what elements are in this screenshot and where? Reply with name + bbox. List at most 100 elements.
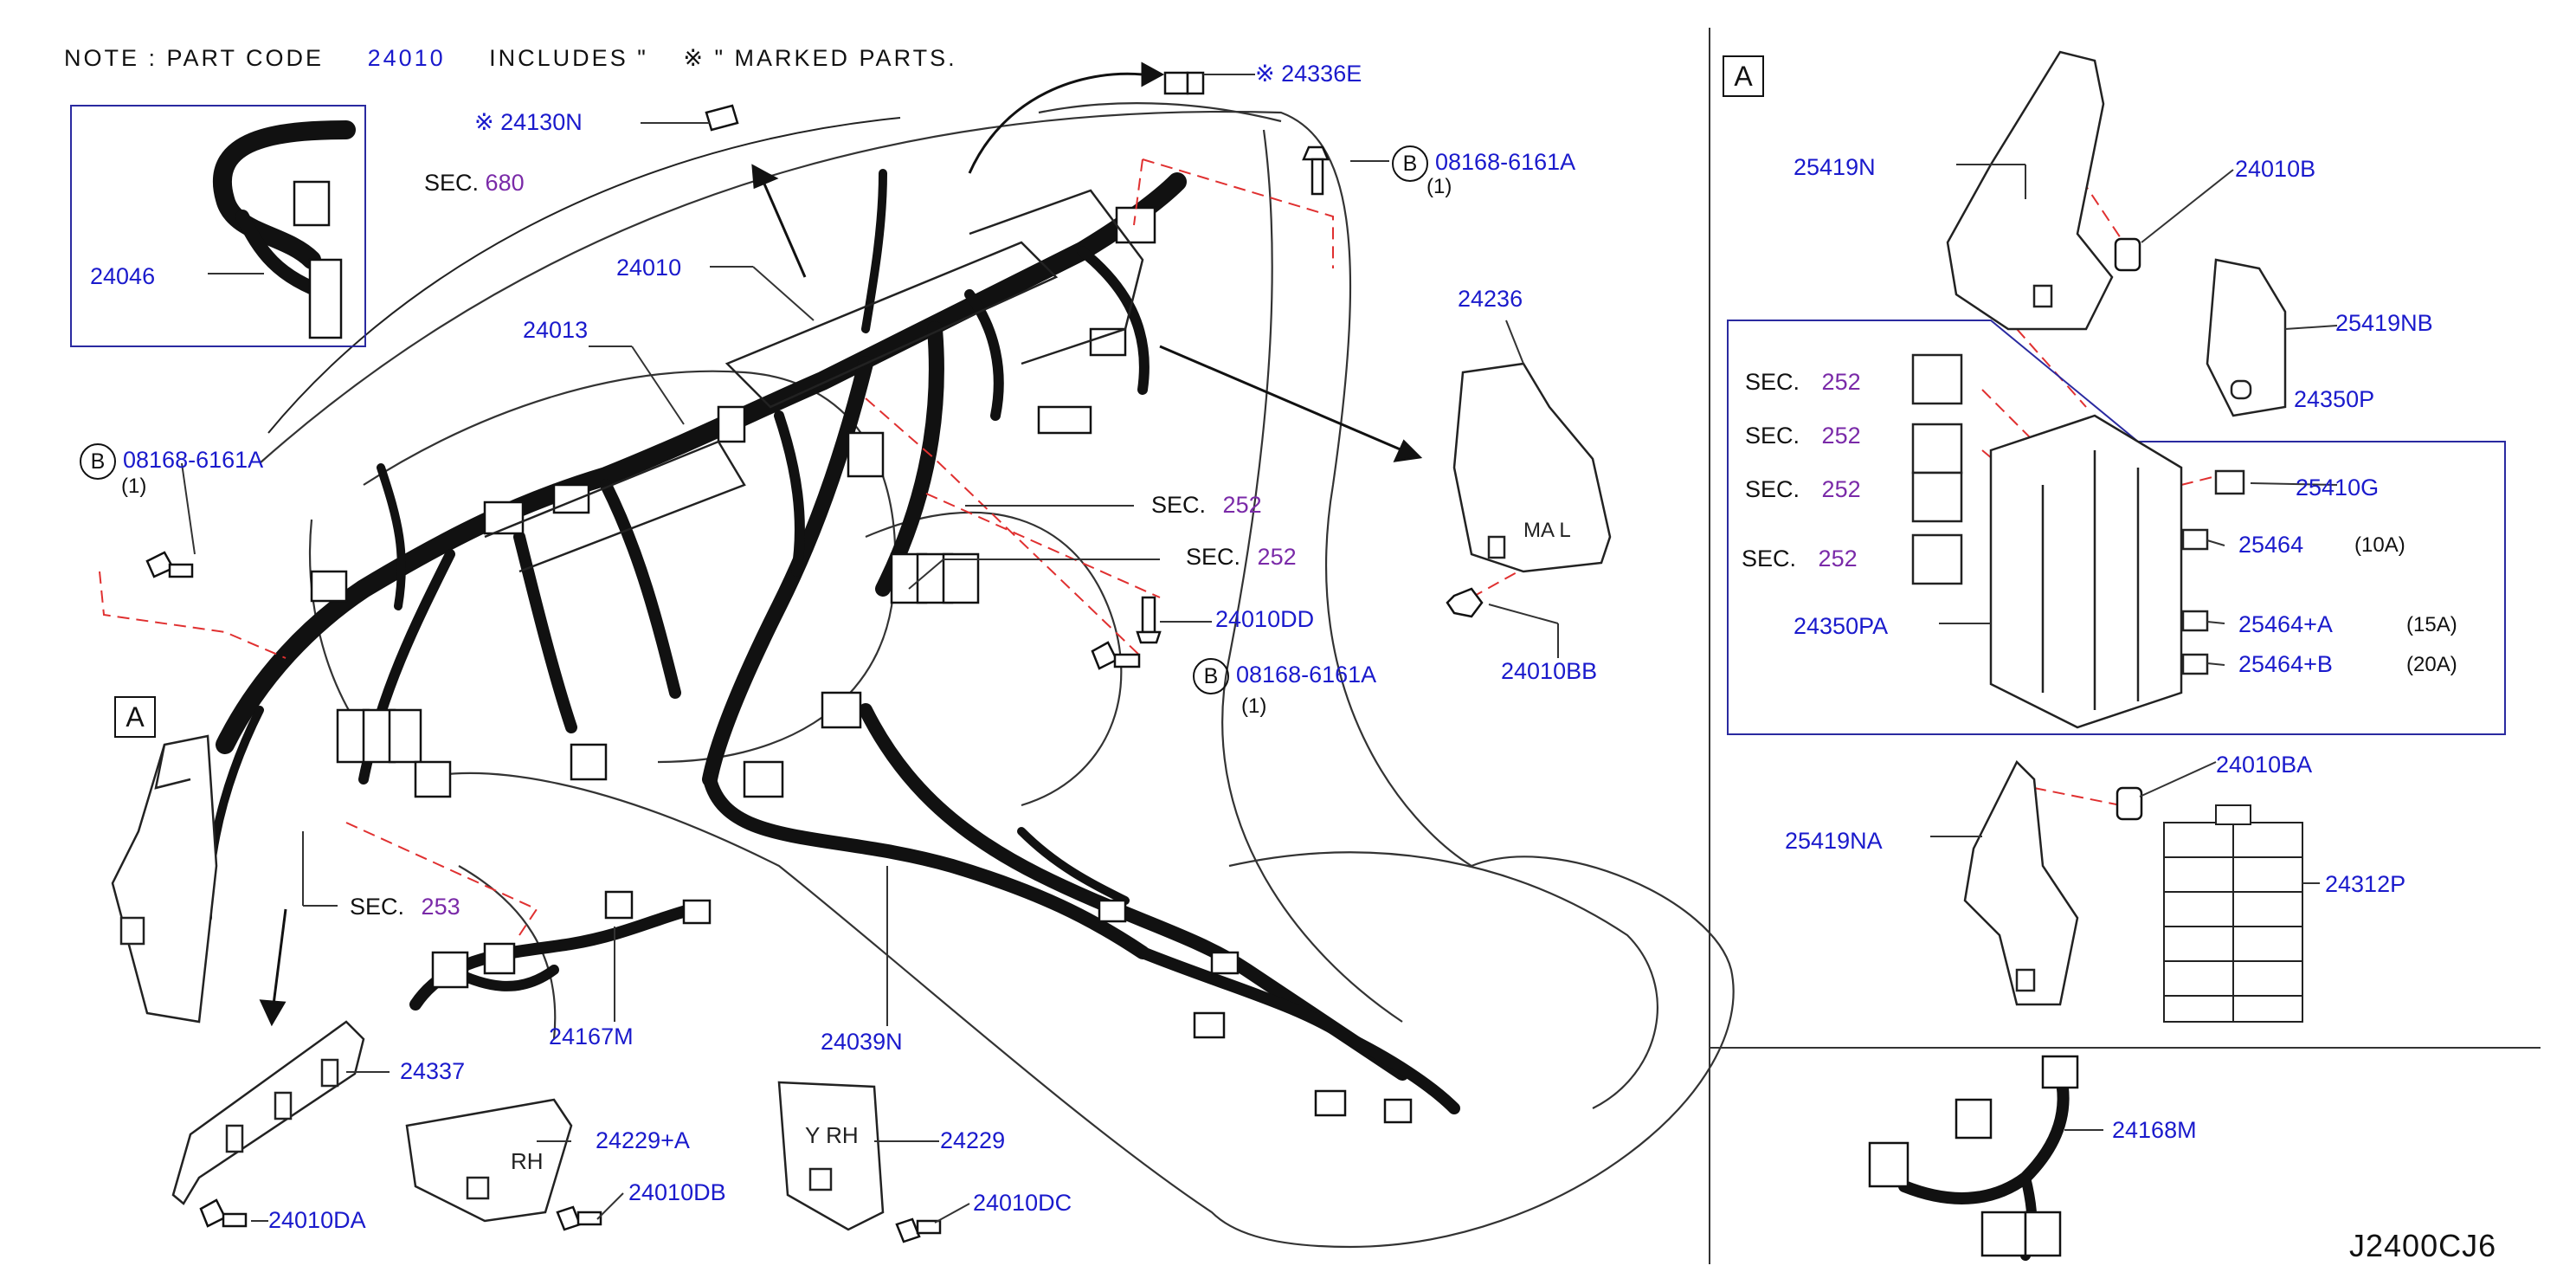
sec-252[interactable]: 252 <box>1257 544 1297 570</box>
amp-10a: (10A) <box>2354 533 2405 557</box>
sec-252-ref-5: SEC. 252 <box>1745 478 1861 501</box>
part-25419NB[interactable]: 25419NB <box>2335 310 2433 336</box>
part-24312P[interactable]: 24312P <box>2325 871 2406 897</box>
inset-24046 <box>70 105 366 347</box>
sec-252[interactable]: 252 <box>1222 492 1262 518</box>
relays <box>1911 353 1963 585</box>
bracket-left-A <box>111 734 218 1023</box>
part-24010[interactable]: 24010 <box>616 255 682 281</box>
qty-mid: (1) <box>1241 694 1267 718</box>
part-24229[interactable]: 24229 <box>940 1127 1006 1153</box>
sec-252-ref-3: SEC. 252 <box>1745 371 1861 394</box>
part-08168-6161A-top[interactable]: 08168-6161A <box>1435 149 1576 176</box>
bracket-24337 <box>171 1020 365 1205</box>
bracket-25419NB <box>2206 258 2287 417</box>
part-24130N[interactable]: ※ 24130N <box>474 109 583 135</box>
bracket-24236: MA L <box>1452 362 1612 573</box>
fuses <box>2181 469 2245 675</box>
cluster-frame <box>484 189 1144 573</box>
cover-24229A: RH <box>405 1098 573 1223</box>
part-24010DC[interactable]: 24010DC <box>973 1190 1072 1216</box>
clip-24010B <box>2114 237 2141 272</box>
label-24312P <box>2163 804 2303 1023</box>
sec-word: SEC. <box>1745 369 1800 395</box>
fuse-block-24350PA <box>1989 414 2183 729</box>
part-24336E[interactable]: ※ 24336E <box>1255 61 1362 87</box>
qty-left: (1) <box>121 475 147 498</box>
sec-680-ref: SEC. 680 <box>424 171 525 195</box>
part-24236[interactable]: 24236 <box>1458 286 1523 312</box>
cover-24229: Y RH <box>777 1081 885 1231</box>
section-a-marker-left[interactable]: A <box>114 696 156 738</box>
svg-text:MA L: MA L <box>1523 519 1571 542</box>
part-24010B[interactable]: 24010B <box>2235 156 2316 182</box>
b-circle-icon: B <box>80 443 116 480</box>
part-24229A[interactable]: 24229+A <box>596 1127 690 1153</box>
sec-word: SEC. <box>1742 546 1797 571</box>
sec-word: SEC. <box>350 894 405 920</box>
bracket-25419N <box>1946 50 2114 331</box>
part-25464[interactable]: 25464 <box>2238 532 2304 558</box>
part-08168-6161A-mid[interactable]: 08168-6161A <box>1236 662 1377 688</box>
sec-252-ref-4: SEC. 252 <box>1745 424 1861 448</box>
sec-252[interactable]: 252 <box>1821 423 1861 449</box>
part-25419NA[interactable]: 25419NA <box>1785 828 1883 854</box>
sec-680[interactable]: 680 <box>485 170 525 196</box>
note-line: NOTE : PART CODE 24010 INCLUDES " ※ " MA… <box>64 47 957 70</box>
part-25464-b[interactable]: 25464+B <box>2238 651 2333 677</box>
b-circle-icon: B <box>1392 145 1428 182</box>
screws <box>145 71 1484 1243</box>
part-24010DA[interactable]: 24010DA <box>268 1207 366 1233</box>
red-dash-lines <box>99 146 2217 936</box>
sec-252[interactable]: 252 <box>1821 476 1861 502</box>
part-24167M[interactable]: 24167M <box>549 1023 634 1049</box>
harness-bundles <box>203 169 1460 1114</box>
part-24046[interactable]: 24046 <box>90 263 156 289</box>
sec-word: SEC. <box>1745 423 1800 449</box>
sec-252[interactable]: 252 <box>1818 546 1858 571</box>
part-24350P[interactable]: 24350P <box>2294 386 2375 412</box>
leader-lines <box>181 74 2338 1224</box>
part-25419N[interactable]: 25419N <box>1794 154 1876 180</box>
part-24013[interactable]: 24013 <box>523 317 589 343</box>
arrows <box>259 61 1423 1027</box>
part-24039N[interactable]: 24039N <box>821 1029 903 1055</box>
part-24350PA[interactable]: 24350PA <box>1794 613 1889 639</box>
diagram-code: J2400CJ6 <box>2349 1228 2497 1263</box>
part-24168M[interactable]: 24168M <box>2112 1117 2197 1143</box>
clip-24010BA <box>2116 786 2143 821</box>
part-24010DB[interactable]: 24010DB <box>628 1179 726 1205</box>
qty-top: (1) <box>1426 175 1452 198</box>
part-25464-a[interactable]: 25464+A <box>2238 611 2333 637</box>
note-suffix: " MARKED PARTS. <box>714 45 957 71</box>
part-24010BB[interactable]: 24010BB <box>1501 658 1598 684</box>
part-08168-6161A-left[interactable]: 08168-6161A <box>123 447 264 474</box>
sec-word: SEC. <box>424 170 480 196</box>
dashboard-outline <box>259 102 1735 1249</box>
part-24337[interactable]: 24337 <box>400 1058 466 1084</box>
section-a-marker-right: A <box>1723 55 1764 97</box>
sec-253[interactable]: 253 <box>421 894 460 920</box>
note-part-code[interactable]: 24010 <box>367 45 446 71</box>
sec680-curve <box>267 117 901 434</box>
sec-252[interactable]: 252 <box>1821 369 1861 395</box>
svg-text:Y RH: Y RH <box>805 1122 859 1148</box>
amp-15a: (15A) <box>2406 613 2457 636</box>
sec-252-ref-1: SEC. 252 <box>1151 494 1262 517</box>
bracket-25419NA <box>1963 759 2079 1006</box>
sec-word: SEC. <box>1186 544 1241 570</box>
reference-mark-icon: ※ <box>683 45 705 71</box>
sec-252-ref-2: SEC. 252 <box>1186 546 1297 569</box>
note-prefix: NOTE : PART CODE <box>64 45 325 71</box>
part-25410G[interactable]: 25410G <box>2296 475 2380 500</box>
frame-lines <box>1709 28 2541 1264</box>
part-24010BA[interactable]: 24010BA <box>2216 752 2313 778</box>
ref-08168-top: B 08168-6161A <box>1392 145 1575 182</box>
svg-text:RH: RH <box>511 1148 544 1174</box>
note-includes: INCLUDES " <box>489 45 648 71</box>
sec-word: SEC. <box>1745 476 1800 502</box>
b-circle-icon: B <box>1193 658 1229 694</box>
part-24010DD[interactable]: 24010DD <box>1215 606 1315 632</box>
